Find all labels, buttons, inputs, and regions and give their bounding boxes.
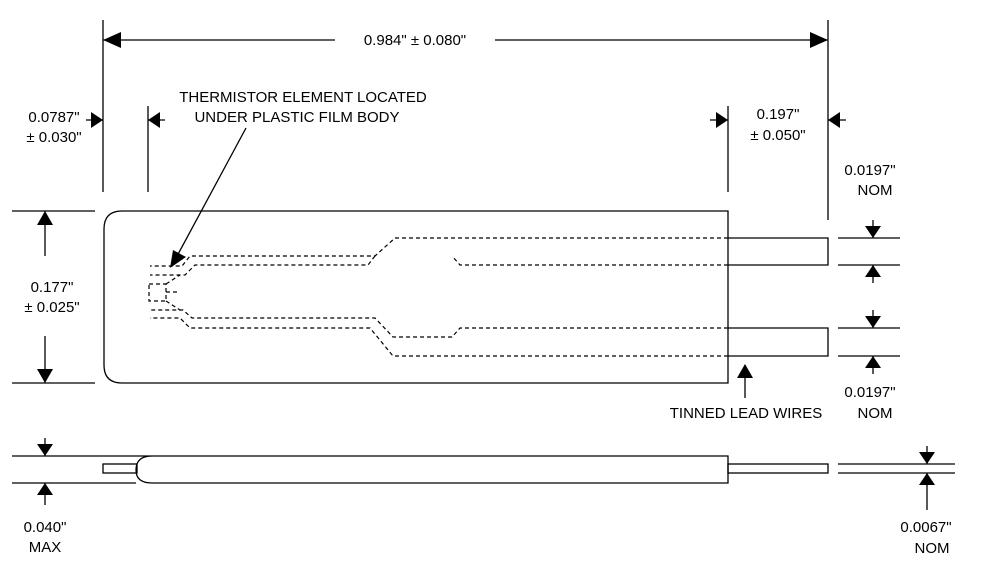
lead-length-label-value: 0.197"	[757, 106, 800, 123]
thermistor-leader-line	[175, 127, 247, 259]
lead-length-label-tolerance: ± 0.050"	[750, 127, 805, 144]
left-offset-dimension: 0.0787" ± 0.030"	[26, 109, 165, 146]
lead-thickness-dimension: 0.0067" NOM	[900, 446, 952, 557]
side-lead-right	[727, 463, 829, 474]
bottom-lead-width-dimension: 0.0197" NOM	[844, 310, 896, 422]
thermistor-note: THERMISTOR ELEMENT LOCATED UNDER PLASTIC…	[170, 89, 427, 268]
lead-thickness-label-nom: NOM	[915, 540, 950, 557]
side-view	[12, 455, 955, 484]
left-offset-label-tolerance: ± 0.030"	[26, 129, 81, 146]
top-lead-wire	[728, 237, 829, 266]
hidden-lead-traces	[150, 237, 728, 357]
thickness-label-max: MAX	[29, 539, 62, 556]
top-view	[103, 210, 829, 384]
thickness-label-value: 0.040"	[24, 519, 67, 536]
lead-wires-label: TINNED LEAD WIRES	[670, 405, 823, 422]
thermistor-note-line1: THERMISTOR ELEMENT LOCATED	[179, 89, 427, 106]
thickness-dimension: 0.040" MAX	[24, 438, 67, 556]
overall-length-label: 0.984" ± 0.080"	[364, 32, 466, 49]
lead-thickness-label-value: 0.0067"	[900, 519, 951, 536]
top-lead-width-dimension: 0.0197" NOM	[844, 162, 896, 283]
film-body-outline	[103, 210, 729, 384]
overall-length-dimension: 0.984" ± 0.080"	[103, 32, 828, 49]
thermistor-element	[148, 283, 167, 302]
side-lead-left	[102, 463, 138, 474]
left-offset-label-value: 0.0787"	[28, 109, 79, 126]
top-lead-width-label-nom: NOM	[858, 182, 893, 199]
body-width-label-tolerance: ± 0.025"	[24, 299, 79, 316]
bottom-lead-wire	[728, 327, 829, 357]
bottom-lead-width-label-value: 0.0197"	[844, 384, 895, 401]
bottom-lead-width-label-nom: NOM	[858, 405, 893, 422]
thermistor-note-line2: UNDER PLASTIC FILM BODY	[194, 109, 399, 126]
body-width-dimension: 0.177" ± 0.025"	[24, 211, 80, 383]
lead-length-dimension: 0.197" ± 0.050"	[710, 106, 846, 144]
lead-wires-note: TINNED LEAD WIRES	[670, 364, 823, 422]
top-lead-width-label-value: 0.0197"	[844, 162, 895, 179]
body-width-label-value: 0.177"	[31, 279, 74, 296]
side-body-outline	[135, 455, 729, 484]
